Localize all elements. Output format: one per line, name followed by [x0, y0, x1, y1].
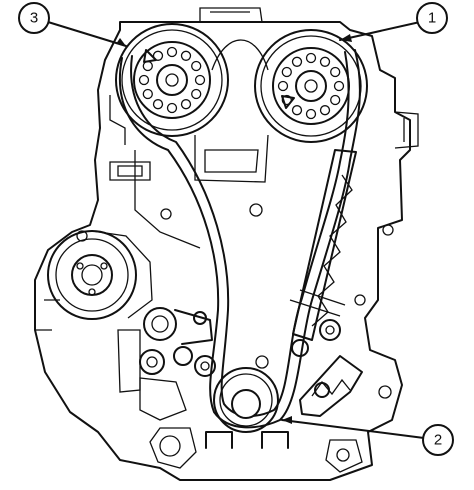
sprocket-hole	[166, 102, 178, 114]
callout-2: 2	[422, 424, 454, 456]
callout-2-label: 2	[434, 432, 442, 449]
crankshaft-sprocket-icon	[205, 367, 289, 449]
chain-tensioner	[117, 307, 216, 421]
sprocket-hole	[291, 56, 303, 67]
callout-3-label: 3	[30, 10, 38, 27]
sprocket-hole	[180, 99, 192, 110]
camshaft-sprocket-icon	[115, 23, 229, 137]
callout-1: 1	[416, 2, 448, 34]
camshaft-sprocket-icon	[254, 29, 368, 143]
callout-leaders	[47, 21, 425, 439]
sprocket-hole	[281, 66, 292, 78]
sprocket-hole	[152, 50, 164, 61]
lower-chain-tensioner	[255, 355, 363, 417]
sprocket-hole	[333, 80, 345, 92]
sprocket-hole	[152, 99, 164, 110]
sprocket-hole	[138, 74, 150, 86]
sprocket-hole	[277, 80, 289, 92]
sprocket-hole	[166, 46, 178, 58]
sprocket-hole	[330, 94, 341, 106]
callout-3: 3	[18, 2, 50, 34]
sprocket-hole	[180, 50, 192, 61]
sprocket-hole	[305, 52, 317, 64]
sprocket-hole	[330, 66, 341, 78]
callout-1-label: 1	[428, 10, 436, 27]
sprocket-hole	[319, 56, 331, 67]
water-pump-pulley	[47, 230, 153, 320]
sprocket-hole	[305, 108, 317, 120]
engine-block	[34, 7, 419, 481]
sprocket-hole	[291, 105, 303, 116]
sprocket-hole	[194, 74, 206, 86]
sprocket-hole	[191, 88, 202, 100]
sprocket-hole	[191, 60, 202, 72]
sprocket-hole	[319, 105, 331, 116]
sprocket-hole	[142, 88, 153, 100]
